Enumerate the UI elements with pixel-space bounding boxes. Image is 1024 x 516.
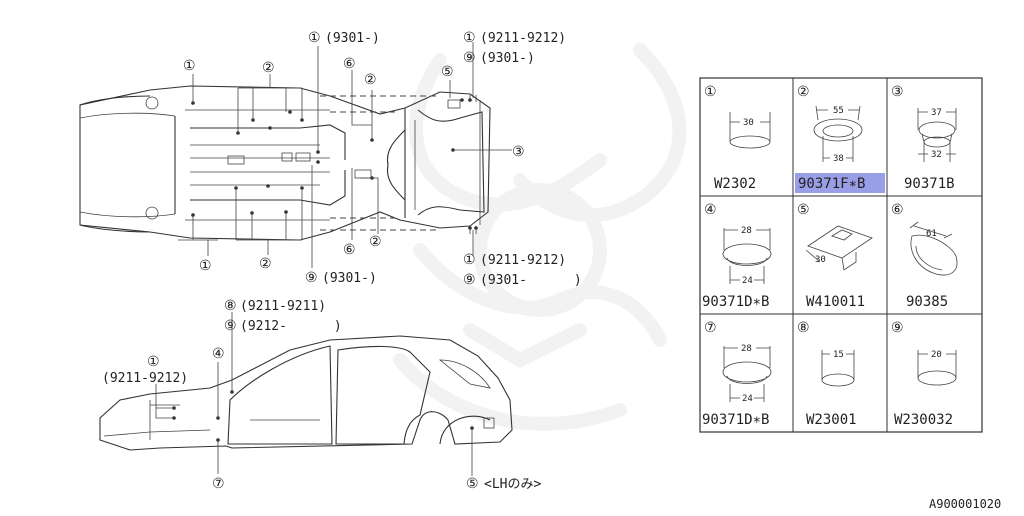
callout-1-top: ① [183,58,196,74]
part-cell-8-num: ⑧ [797,320,810,336]
callout-2-mid: ② [364,72,377,88]
part-cell-5-code: W410011 [806,294,865,310]
part-cell-8-code: W23001 [806,412,857,428]
callout-9-9301-bot-num: ⑨ [305,270,318,286]
part-cell-7-num: ⑦ [704,320,717,336]
callout-4-side: ④ [212,346,225,362]
callout-9-9301-bot2-text: (9301- ) [480,273,582,288]
part-cell-5[interactable]: ⑤ 30 W410011 [797,202,873,310]
part-cell-6-num: ⑥ [891,202,904,218]
callout-9-9301-bot-text: (9301-) [322,271,377,286]
callout-9-text: (9212- ) [240,319,342,334]
callout-9-9301-top-text: (9301-) [480,51,535,66]
callout-3-right: ③ [512,144,525,160]
part-cell-1-num: ① [704,84,717,100]
callout-9-9301-bot2-num: ⑨ [463,272,476,288]
part-cell-9-dim-1: 20 [931,350,942,360]
part-cell-4-dim-2: 24 [742,276,753,286]
part-cell-8[interactable]: ⑧ 15 W23001 [797,320,857,428]
callout-1-9211-top-num: ① [463,30,476,46]
part-cell-2[interactable]: ② 55 38 90371F∗B [797,84,865,192]
callout-1-9211-bot-text: (9211-9212) [480,253,566,268]
callout-1-9211-bot-num: ① [463,252,476,268]
part-cell-7-dim-2: 24 [742,394,753,404]
underbody-callouts: ① ② ① (9301-) ⑥ ② ⑤ ① (9211-9212) ⑨ (930… [183,30,582,288]
callout-1-side-text: (9211-9212) [102,371,188,386]
leader-lines [178,42,512,268]
part-cell-3-dim-2: 32 [931,150,942,160]
callout-9-9301-top-num: ⑨ [463,50,476,66]
callout-7-side: ⑦ [212,476,225,492]
callout-6-bot: ⑥ [343,242,356,258]
highlight-box [795,173,885,193]
part-cell-5-dim-1: 30 [815,255,826,265]
callout-1-9211-top-text: (9211-9212) [480,31,566,46]
parts-table: ① 30 W2302 ② 55 38 90371F∗B ③ 37 [699,77,983,433]
part-cell-6-code: 90385 [906,294,948,310]
figure-code: A900001020 [929,497,1001,511]
part-cell-2-dim-1: 55 [833,106,844,116]
part-cell-3-num: ③ [891,84,904,100]
part-cell-8-dim-1: 15 [833,350,844,360]
callout-6-top: ⑥ [343,56,356,72]
callout-2-bot: ② [259,256,272,272]
part-cell-2-dim-2: 38 [833,154,844,164]
sidebody-drawing: ⑧ (9211-9211) ⑨ (9212- ) ① (9211-9212) ④… [99,298,541,492]
part-cell-7[interactable]: ⑦ 28 24 90371D∗B [702,320,772,428]
part-cell-7-code: 90371D∗B [702,412,769,428]
callout-2-bot-right: ② [369,234,382,250]
watermark-graphic [393,43,687,431]
callout-8-text: (9211-9211) [240,299,326,314]
part-cell-4-dim-1: 28 [741,226,752,236]
part-cell-4-code: 90371D∗B [702,294,769,310]
part-cell-5-num: ⑤ [797,202,810,218]
part-cell-3[interactable]: ③ 37 32 90371B [891,84,957,192]
callout-8-num: ⑧ [224,298,237,314]
part-cell-3-code: 90371B [904,176,955,192]
callout-1-9301-text: (9301-) [325,31,380,46]
part-cell-1-code: W2302 [714,176,756,192]
part-cell-9-code: W230032 [894,412,953,428]
part-cell-4-num: ④ [704,202,717,218]
callout-1-side-num: ① [147,354,160,370]
callout-5-lh-num: ⑤ [466,476,479,492]
part-cell-1[interactable]: ① 30 W2302 [704,84,771,192]
part-cell-4[interactable]: ④ 28 24 90371D∗B [702,202,772,310]
part-cell-2-num: ② [797,84,810,100]
underbody-drawing: ① ② ① (9301-) ⑥ ② ⑤ ① (9211-9212) ⑨ (930… [79,30,582,288]
callout-1-9301-num: ① [308,30,321,46]
part-cell-2-code: 90371F∗B [798,176,865,192]
part-cell-9[interactable]: ⑨ 20 W230032 [891,320,957,428]
part-cell-6-dim-1: 61 [926,229,937,239]
part-cell-6[interactable]: ⑥ 61 90385 [891,202,958,310]
part-cell-1-dim-1: 30 [743,118,754,128]
callout-1-bot: ① [199,258,212,274]
callout-5-lh-text: <LHのみ> [484,477,541,492]
part-cell-9-num: ⑨ [891,320,904,336]
callout-9-num: ⑨ [224,318,237,334]
callout-5-top: ⑤ [441,64,454,80]
callout-2-top: ② [262,60,275,76]
part-cell-7-dim-1: 28 [741,344,752,354]
part-cell-3-dim-1: 37 [931,108,942,118]
